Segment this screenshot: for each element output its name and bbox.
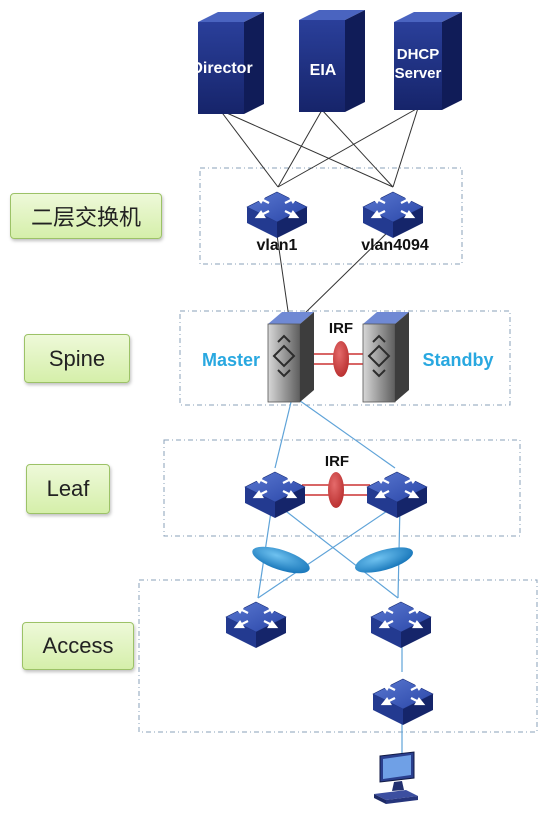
network-switch-icon bbox=[225, 601, 287, 648]
spine-standby-label: Standby bbox=[422, 350, 493, 370]
tier-label-layer2-switch: 二层交换机 bbox=[10, 193, 162, 239]
tier-label-leaf: Leaf bbox=[26, 464, 110, 514]
server-tower-icon bbox=[394, 12, 462, 110]
aggregation-oval-right bbox=[355, 547, 413, 573]
server-tower-icon bbox=[299, 10, 365, 112]
aggregation-oval-left bbox=[252, 546, 310, 574]
server-uplinks bbox=[219, 107, 419, 188]
network-switch-icon bbox=[246, 191, 308, 238]
server-tower-icon bbox=[198, 12, 264, 114]
switch-vlan4094-label: vlan4094 bbox=[361, 237, 429, 254]
spine-irf-label: IRF bbox=[329, 320, 353, 337]
leaf-irf-label: IRF bbox=[325, 453, 349, 470]
pc-terminal-icon bbox=[374, 751, 418, 804]
network-switch-icon bbox=[372, 678, 434, 725]
network-switch-icon bbox=[362, 191, 424, 238]
spine-master-label: Master bbox=[202, 350, 260, 370]
chassis-switch-icon bbox=[267, 312, 314, 403]
spine-irf-link bbox=[314, 341, 368, 377]
spine-tier-box bbox=[179, 310, 511, 406]
switch-vlan1-label: vlan1 bbox=[257, 237, 298, 254]
network-switch-icon bbox=[370, 601, 432, 648]
server-eia-label: EIA bbox=[310, 62, 337, 79]
access-tier-box bbox=[138, 579, 538, 733]
spine-to-leaf-links bbox=[274, 397, 396, 469]
layer2-to-spine-links bbox=[275, 227, 393, 319]
server-director-label: Director bbox=[191, 60, 252, 77]
tier-label-access: Access bbox=[22, 622, 134, 670]
tier-label-spine: Spine bbox=[24, 334, 130, 383]
layer2-tier-box bbox=[199, 167, 463, 265]
network-switch-icon bbox=[366, 471, 428, 518]
network-switch-icon bbox=[244, 471, 306, 518]
chassis-switch-icon bbox=[362, 312, 409, 403]
leaf-irf-link bbox=[302, 472, 370, 508]
leaf-tier-box bbox=[163, 439, 521, 537]
